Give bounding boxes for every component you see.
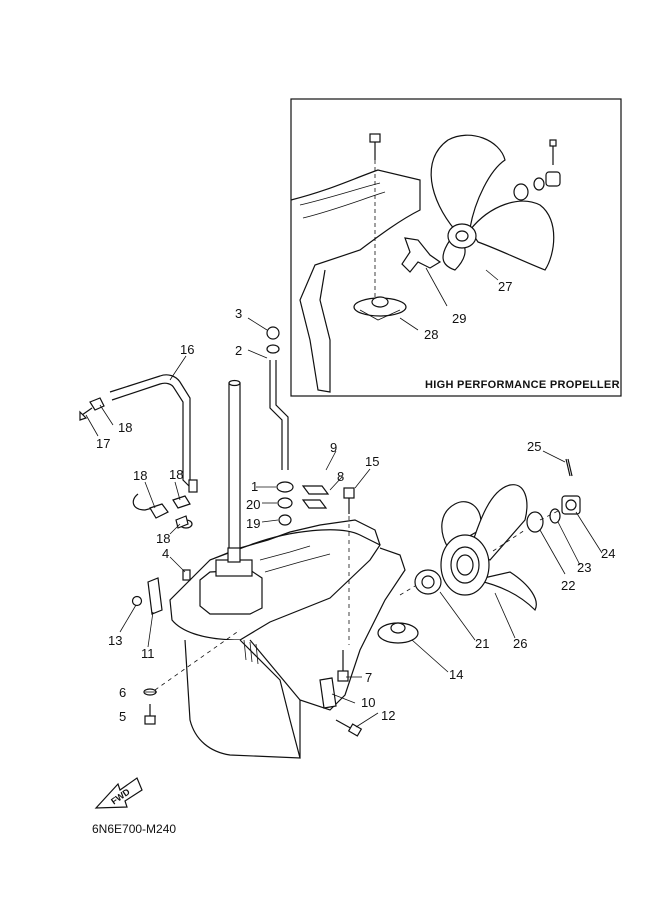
inset-title: HIGH PERFORMANCE PROPELLER	[425, 379, 620, 391]
callout-13: 13	[108, 633, 122, 648]
fwd-arrow-icon: FWD	[94, 777, 143, 809]
cover-11-icon	[147, 577, 163, 615]
callout-18-d: 18	[156, 531, 170, 546]
callout-11: 11	[141, 646, 155, 661]
callout-18-a: 18	[118, 420, 132, 435]
callout-27: 27	[498, 279, 512, 294]
nut-13-icon	[131, 595, 143, 607]
dowel-4-icon	[182, 569, 191, 581]
propeller-26-icon	[440, 484, 537, 612]
hub-parts-22-25-icon	[526, 458, 581, 533]
anode-14-icon	[377, 622, 419, 644]
callout-21: 21	[475, 636, 489, 651]
callout-9: 9	[330, 440, 337, 455]
callout-17: 17	[96, 436, 110, 451]
callout-19: 19	[246, 516, 260, 531]
water-tube-2-icon	[266, 326, 289, 470]
callout-1: 1	[251, 479, 258, 494]
inset-bolt-icon	[369, 133, 381, 300]
callout-24: 24	[601, 546, 615, 561]
bolt-15-icon	[343, 487, 355, 645]
callout-6: 6	[119, 685, 126, 700]
leader-lines	[85, 317, 603, 728]
grommet-stack-icon	[276, 481, 294, 526]
insert-8-9-icon	[301, 485, 330, 509]
callout-4: 4	[162, 546, 169, 561]
callout-14: 14	[449, 667, 463, 682]
callout-5: 5	[119, 709, 126, 724]
callout-labels: 3 2 16 18 17 18 18 18 1 20 19 9 8 15 4 1…	[96, 306, 615, 724]
callout-3: 3	[235, 306, 242, 321]
callout-8: 8	[337, 469, 344, 484]
callout-7: 7	[365, 670, 372, 685]
callout-20: 20	[246, 497, 260, 512]
drawing-code: 6N6E700-M240	[92, 822, 176, 836]
callout-18-c: 18	[169, 467, 183, 482]
bolt-12-icon	[335, 719, 363, 737]
callout-10: 10	[361, 695, 375, 710]
callout-18-b: 18	[133, 468, 147, 483]
anode-10-icon	[319, 677, 337, 709]
callout-12: 12	[381, 708, 395, 723]
spacer-21-icon	[414, 569, 442, 595]
propeller-27-icon	[430, 134, 555, 271]
callout-22: 22	[561, 578, 575, 593]
callout-23: 23	[577, 560, 591, 575]
inset-high-performance-propeller: 27 29 28 HIGH PERFORMANCE PROPELLER	[290, 98, 622, 397]
thrust-washer-29-icon	[401, 237, 442, 273]
callout-2: 2	[235, 343, 242, 358]
callout-25: 25	[527, 439, 541, 454]
inset-hub-parts-icon	[513, 139, 561, 201]
callout-29: 29	[452, 311, 466, 326]
hose-16-icon	[109, 374, 198, 493]
clip-17-18-icon	[79, 397, 105, 421]
callout-26: 26	[513, 636, 527, 651]
callout-16: 16	[180, 342, 194, 357]
bolt-7-icon	[337, 650, 349, 682]
lower-housing-icon	[169, 519, 406, 759]
callout-28: 28	[424, 327, 438, 342]
anode-plate-28-icon	[353, 296, 407, 321]
drive-shaft-icon	[228, 379, 241, 559]
hose-clamp-18-icon	[132, 493, 193, 529]
callout-15: 15	[365, 454, 379, 469]
